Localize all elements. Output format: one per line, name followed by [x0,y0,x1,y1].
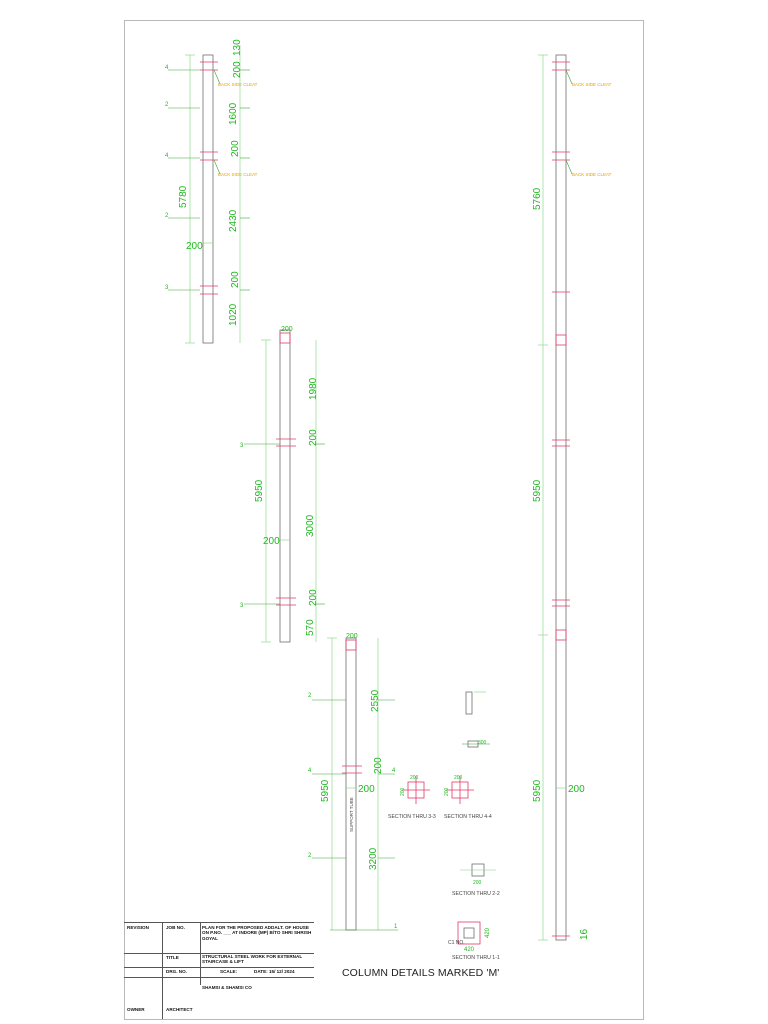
title-label: TITLE [166,955,179,960]
section-1-1: 420 420 C1 NO. SECTION THRU 1-1 [448,921,500,961]
column-a-dim-4: 2430 [228,209,239,232]
column-d-dim-upper: 5760 [532,187,543,210]
section-2-2-label: SECTION THRU 2-2 [452,891,500,897]
column-a-cut-2: 2 [165,102,169,108]
column-c-cut-4: 2 [308,853,312,859]
back-side-cleat-note-4: BACK SIDE CLEAT [572,172,612,177]
column-d-cleat-markers [552,61,570,937]
column-c-dim-total: 5950 [320,779,331,802]
column-c-dim-3: 3200 [368,847,379,870]
column-c-cut-5: 1 [394,924,398,930]
drawing-title: COLUMN DETAILS MARKED 'M' [342,967,500,979]
column-b-body [279,329,291,643]
column-a: 4 2 4 2 3 130 200 1600 200 2430 200 1020… [165,39,258,344]
scale-label: SCALE: [220,969,238,974]
column-a-dim-2: 1600 [228,102,239,125]
column-c-cut-3: 4 [392,768,396,774]
column-b-cut-1: 3 [240,443,244,449]
owner-label: OWNER [127,1007,145,1012]
back-side-cleat-note-2: BACK SIDE CLEAT [218,172,258,177]
column-no-label: C1 NO. [448,940,465,946]
column-a-cut-4: 2 [165,213,169,219]
section-2-2-width: 200 [473,880,482,886]
column-b: 3 3 200 1980 200 3000 200 570 5950 200 [240,326,325,643]
column-a-body [202,54,214,344]
section-top-detail: 300 [462,691,490,748]
job-no-label: JOB NO. [166,925,185,930]
section-4-4-width: 200 [454,775,463,781]
column-b-dim-1: 1980 [308,377,319,400]
column-a-cut-1: 4 [165,65,169,71]
column-d-dim-lower-2: 5950 [532,779,543,802]
column-c: 2 4 4 2 1 200 2550 200 3200 5950 200 SUP… [308,633,398,931]
column-d-dim-bottom: 16 [579,928,590,940]
revision-label: REVISION [127,925,149,930]
section-1-1-height: 420 [485,927,491,938]
back-side-cleat-note-1: BACK SIDE CLEAT [218,82,258,87]
column-a-cleat-markers [200,61,218,295]
column-b-dim-total: 5950 [254,479,265,502]
title-block-drg-row: DRG. NO. SCALE: DATE: 15/ 12/ 2024 [124,967,314,978]
column-c-dim-top: 200 [346,633,358,640]
column-d-dim-width: 200 [568,784,585,795]
column-b-dim-5: 570 [305,619,316,636]
column-c-cleat-markers [342,639,362,774]
support-tube-label: SUPPORT TUBE [349,797,354,832]
column-a-dim-width: 200 [186,241,203,252]
architect-firm: SHAMSI & SHAMSI CO [202,985,252,990]
column-c-cut-2: 4 [308,768,312,774]
column-c-dim-1: 2550 [370,689,381,712]
drawing-sheet [124,20,644,1020]
section-4-4: 200 200 SECTION THRU 4-4 [444,775,492,820]
back-side-cleat-note-3: BACK SIDE CLEAT [572,82,612,87]
section-3-3-width: 200 [410,775,419,781]
date-label: DATE: 15/ 12/ 2024 [254,969,295,974]
title-block-title-row: TITLE STRUCTURAL STEEL WORK FOR EXTERNAL… [124,953,314,968]
column-a-dim-1: 200 [232,61,243,78]
column-a-dim-total: 5780 [178,185,189,208]
column-b-dim-width: 200 [263,536,280,547]
column-c-dim-width: 200 [358,784,375,795]
column-c-cut-1: 2 [308,693,312,699]
title-block: REVISION JOB NO. PLAN FOR THE PROPOSED A… [124,922,314,1019]
column-a-cut-5: 3 [165,285,169,291]
column-b-cleat-markers [276,332,296,606]
column-a-dim-6: 1020 [228,303,239,326]
architect-label: ARCHITECT [166,1007,193,1012]
column-a-cut-3: 4 [165,153,169,159]
section-3-3-height: 200 [400,787,406,796]
drg-no-label: DRG. NO. [166,969,187,974]
section-2-2: 200 SECTION THRU 2-2 [452,863,500,897]
section-4-4-label: SECTION THRU 4-4 [444,814,492,820]
column-b-cut-2: 3 [240,603,244,609]
column-c-dim-2: 200 [373,757,384,774]
section-3-3: 200 200 SECTION THRU 3-3 [388,775,436,820]
section-4-4-height: 200 [444,787,450,796]
column-b-dim-4: 200 [308,589,319,606]
section-1-1-width: 420 [464,947,475,953]
column-a-dim-3: 200 [230,140,241,157]
column-a-dim-top: 130 [232,39,243,56]
column-d-body [555,54,567,941]
section-3-3-label: SECTION THRU 3-3 [388,814,436,820]
column-b-dim-2: 200 [308,429,319,446]
job-description: PLAN FOR THE PROPOSED ADDALT. OF HOUSE O… [202,925,312,941]
title-block-owner-row: OWNER ARCHITECT SHAMSI & SHAMSI CO [124,977,314,1017]
column-d-dim-lower-1: 5950 [532,479,543,502]
column-b-dim-3: 3000 [305,514,316,537]
section-1-1-label: SECTION THRU 1-1 [452,955,500,961]
section-top-width: 300 [478,740,487,746]
title-block-job-row: REVISION JOB NO. PLAN FOR THE PROPOSED A… [124,925,314,954]
title-value: STRUCTURAL STEEL WORK FOR EXTERNAL STAIR… [202,954,303,965]
column-c-body [345,637,357,931]
column-a-dim-5: 200 [230,271,241,288]
column-b-dim-top: 200 [281,326,293,333]
column-d: 5760 5950 5950 200 16 BACK SIDE CLEAT BA… [532,54,612,941]
